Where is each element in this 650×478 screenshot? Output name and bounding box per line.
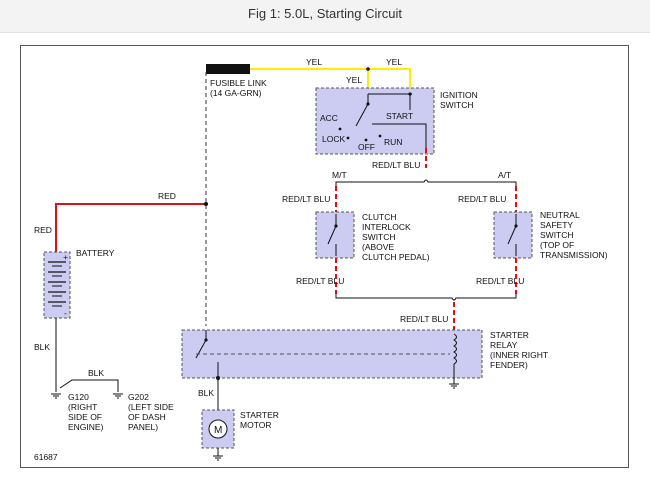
neutral-label-1: NEUTRAL — [540, 210, 580, 220]
neutral-label-5: TRANSMISSION) — [540, 250, 608, 260]
battery-red-wire — [55, 203, 206, 252]
motor-symbol-circle — [208, 419, 228, 439]
clutch-pivot — [334, 224, 338, 228]
clutch-output-label: RED/LT BLU — [296, 276, 344, 286]
figure-title: Fig 1: 5.0L, Starting Circuit — [248, 6, 402, 21]
neutral-pivot — [514, 224, 518, 228]
neutral-input-label: RED/LT BLU — [458, 194, 506, 204]
relay-input-label: RED/LT BLU — [400, 314, 448, 324]
ignition-off: OFF — [358, 142, 375, 152]
relay-label-4: FENDER) — [490, 360, 528, 370]
acc-contact — [338, 127, 342, 131]
starter-motor-label-1: STARTER — [240, 410, 279, 420]
figure-header: Fig 1: 5.0L, Starting Circuit — [0, 0, 650, 33]
clutch-label-1: CLUTCH — [362, 212, 396, 222]
g120-label-2: (RIGHT — [68, 402, 97, 412]
starter-motor: M STARTER MOTOR — [201, 409, 279, 461]
yel-wires: YEL YEL YEL — [250, 57, 411, 88]
split-bus-top — [335, 179, 517, 186]
clutch-label-2: INTERLOCK — [362, 222, 411, 232]
clutch-switch-body — [315, 211, 355, 259]
starter-relay: STARTER RELAY (INNER RIGHT FENDER) — [181, 329, 548, 389]
ground-jumper — [59, 379, 119, 392]
g202-ground: G202 (LEFT SIDE OF DASH PANEL) — [113, 392, 174, 432]
clutch-label-4: (ABOVE — [362, 242, 394, 252]
clutch-input-label: RED/LT BLU — [282, 194, 330, 204]
clutch-label-5: CLUTCH PEDAL) — [362, 252, 430, 262]
yel-label-2: YEL — [386, 57, 402, 67]
diagram-frame — [20, 45, 629, 468]
ignition-switch-label-1: IGNITION — [440, 90, 478, 100]
figure-number: 61687 — [34, 452, 58, 462]
g120-ground: G120 (RIGHT SIDE OF ENGINE) — [51, 392, 104, 432]
yel-splice — [366, 67, 370, 71]
battery: + - BATTERY — [43, 248, 115, 319]
ignition-start: START — [386, 111, 413, 121]
red-label-horizontal: RED — [158, 191, 176, 201]
fusible-link: FUSIBLE LINK (14 GA-GRN) — [206, 64, 267, 98]
ignition-run: RUN — [384, 137, 402, 147]
g202-label-4: PANEL) — [128, 422, 158, 432]
ignition-lock: LOCK — [322, 134, 345, 144]
merge-bus — [335, 294, 517, 301]
neutral-label-2: SAFETY — [540, 220, 573, 230]
g120-label-4: ENGINE) — [68, 422, 104, 432]
starter-feed-dot — [216, 376, 220, 380]
neutral-output-label: RED/LT BLU — [476, 276, 524, 286]
neutral-label-3: SWITCH — [540, 230, 574, 240]
neutral-lever — [507, 225, 517, 245]
yel-label-1: YEL — [306, 57, 322, 67]
ignition-start-path — [372, 123, 427, 148]
neutral-switch-body — [493, 211, 533, 259]
clutch-lever — [327, 225, 337, 245]
fusible-link-gauge: (14 GA-GRN) — [210, 88, 262, 98]
at-label: A/T — [498, 170, 511, 180]
red-splice — [204, 202, 208, 206]
starter-motor-body — [201, 409, 235, 449]
lock-contact — [346, 136, 350, 140]
relay-label-2: RELAY — [490, 340, 518, 350]
ignition-acc: ACC — [320, 113, 338, 123]
g202-label-2: (LEFT SIDE — [128, 402, 174, 412]
yel-wire-1 — [250, 68, 369, 74]
yel-wire-2 — [368, 68, 411, 88]
blk-ground-label: BLK — [88, 368, 104, 378]
fusible-link-label: FUSIBLE LINK — [210, 78, 267, 88]
neutral-safety-switch: NEUTRAL SAFETY SWITCH (TOP OF TRANSMISSI… — [493, 210, 608, 260]
g120-label-3: SIDE OF — [68, 412, 102, 422]
g120-label-1: G120 — [68, 392, 89, 402]
clutch-interlock-switch: CLUTCH INTERLOCK SWITCH (ABOVE CLUTCH PE… — [315, 211, 430, 262]
run-contact — [378, 134, 382, 138]
relay-contact-lever — [195, 339, 207, 359]
ignition-pivot — [366, 102, 370, 106]
battery-body — [43, 251, 71, 319]
off-contact — [364, 138, 368, 142]
yel-label-3: YEL — [346, 75, 362, 85]
red-label-vertical: RED — [34, 225, 52, 235]
neutral-label-4: (TOP OF — [540, 240, 574, 250]
battery-plus: + — [63, 252, 68, 262]
ignition-output-label: RED/LT BLU — [372, 160, 420, 170]
g202-label-3: OF DASH — [128, 412, 166, 422]
blk-battery-label: BLK — [34, 342, 50, 352]
battery-label: BATTERY — [76, 248, 115, 258]
ignition-switch-body — [315, 87, 435, 155]
relay-label-3: (INNER RIGHT — [490, 350, 548, 360]
relay-pivot — [204, 338, 208, 342]
blk-starter-label: BLK — [198, 388, 214, 398]
starter-motor-label-2: MOTOR — [240, 420, 271, 430]
ignition-switch: IGNITION SWITCH ACC LOCK OFF RUN START — [315, 87, 478, 155]
relay-coil — [453, 333, 457, 365]
clutch-label-3: SWITCH — [362, 232, 396, 242]
ignition-switch-label-2: SWITCH — [440, 100, 474, 110]
ignition-lever — [355, 103, 369, 127]
fusible-link-body — [206, 64, 250, 74]
motor-symbol: M — [214, 425, 222, 436]
relay-label-1: STARTER — [490, 330, 529, 340]
battery-minus: - — [64, 308, 67, 318]
g202-label-1: G202 — [128, 392, 149, 402]
mt-label: M/T — [332, 170, 347, 180]
